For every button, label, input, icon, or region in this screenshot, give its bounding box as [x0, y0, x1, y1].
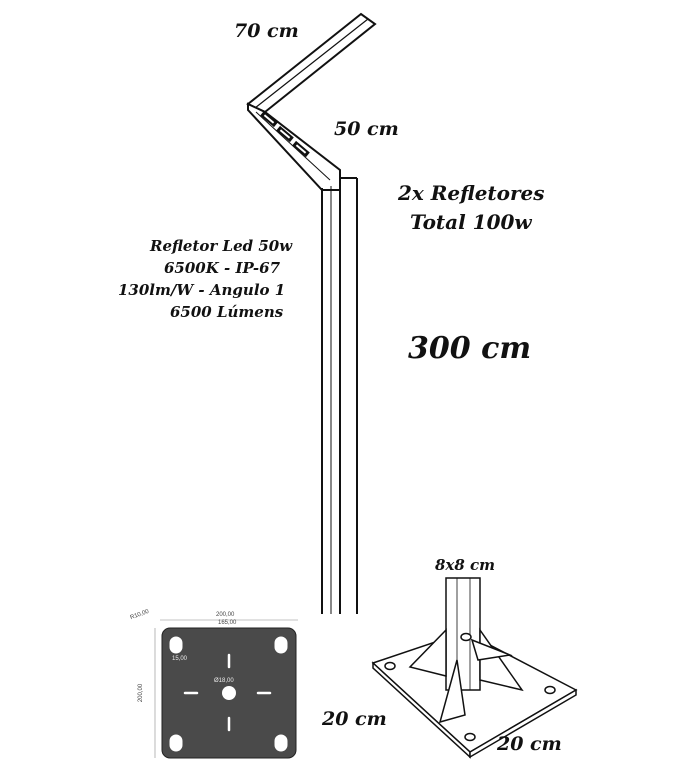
- spec-line-1: Refletor Led 50w: [150, 237, 293, 255]
- base-width-dimension: 20 cm: [322, 708, 387, 730]
- spec-line-2: 6500K - IP-67: [164, 259, 281, 277]
- reflectors-total: Total 100w: [410, 210, 532, 234]
- plate-hole-dimension: 15,00: [172, 656, 188, 662]
- tube-dimension: 8x8 cm: [435, 556, 496, 574]
- plate-top-dimension-2: 165,00: [218, 620, 237, 626]
- plate-top-dimension-1: 200,00: [216, 612, 235, 618]
- reflectors-count: 2x Refletores: [398, 181, 545, 205]
- height-dimension: 300 cm: [408, 331, 532, 366]
- spec-line-4: 6500 Lúmens: [170, 303, 284, 321]
- base-3d: [371, 577, 578, 759]
- arm-lower-dimension: 50 cm: [334, 118, 399, 140]
- spec-line-3: 130lm/W - Ângulo 1: [118, 283, 286, 298]
- plate-left-dimension: 200,00: [138, 683, 145, 703]
- base-depth-dimension: 20 cm: [497, 733, 562, 755]
- vertical-pole: [321, 177, 358, 614]
- arm-top-dimension: 70 cm: [234, 20, 299, 42]
- plate-center-dimension: Ø18,00: [214, 678, 234, 684]
- base-plate-drawing: [154, 619, 298, 759]
